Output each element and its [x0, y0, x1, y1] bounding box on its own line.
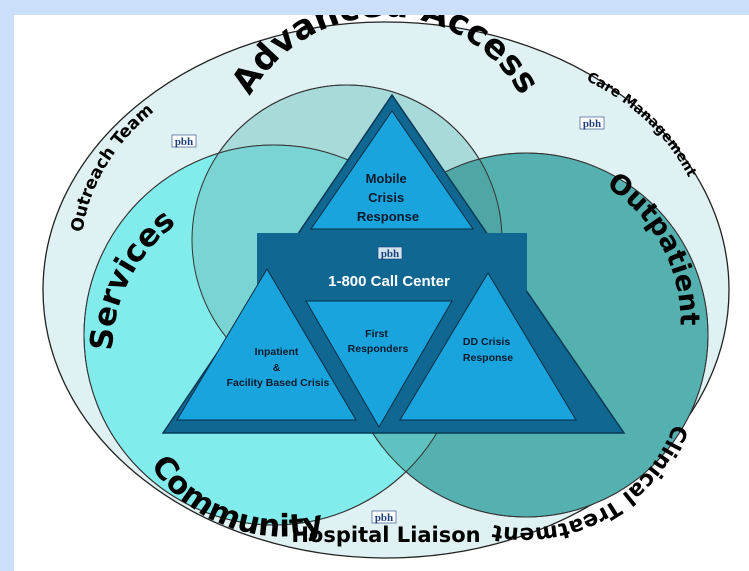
pbh-logo-care-management: pbh [579, 116, 605, 130]
svg-text:pbh: pbh [375, 512, 393, 524]
diagram-canvas: Outreach Team Care Management Hospital L… [14, 15, 749, 571]
dd-crisis-label: DD Crisis Response [463, 336, 513, 364]
svg-text:pbh: pbh [583, 118, 601, 130]
pbh-logo-hospital: pbh [371, 510, 397, 524]
crisis-services-diagram: Outreach Team Care Management Hospital L… [42, 15, 730, 559]
triangle-first-responders [305, 300, 453, 428]
svg-text:pbh: pbh [175, 136, 193, 148]
pbh-logo-call-center: pbh [377, 246, 403, 260]
triangle-inpatient [176, 268, 357, 421]
pbh-logo-outreach: pbh [171, 134, 197, 148]
triangle-dd-crisis [399, 272, 577, 421]
triangle-mobile-crisis [310, 110, 474, 230]
first-responders-label: First Responders [348, 328, 409, 355]
call-center-label: 1-800 Call Center [328, 273, 450, 290]
mobile-crisis-label: Mobile Crisis Response [357, 171, 419, 224]
svg-text:pbh: pbh [381, 248, 399, 260]
hospital-liaison-label: Hospital Liaison [291, 523, 480, 547]
call-center-bar [257, 233, 527, 291]
inpatient-label: Inpatient & Facility Based Crisis [227, 346, 330, 389]
